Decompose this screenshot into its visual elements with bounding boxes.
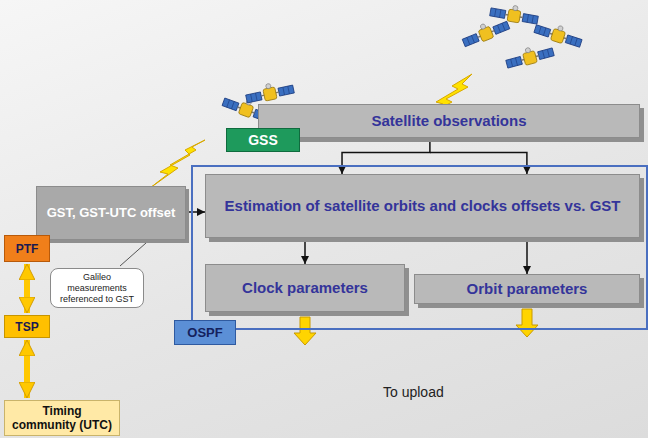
provider-box: TSP xyxy=(4,315,50,338)
box-label: Clock parameters xyxy=(242,279,368,297)
region-tag: OSPF xyxy=(174,320,236,345)
facility-region: OSPFEstimation of satellite orbits and c… xyxy=(191,165,648,330)
flow-arrow xyxy=(342,138,430,174)
box-label: Satellite observations xyxy=(371,112,526,130)
box-label: Estimation of satellite orbits and clock… xyxy=(225,197,621,215)
flow-branch xyxy=(430,152,527,174)
satellite xyxy=(533,19,584,50)
upload-arrow xyxy=(294,317,316,345)
box-label: Orbit parameters xyxy=(467,280,588,298)
upload-arrow xyxy=(516,309,538,337)
satellite xyxy=(244,79,294,105)
lightning-bolt xyxy=(150,140,205,188)
note-label: To upload xyxy=(383,384,444,400)
box-label: TSP xyxy=(15,320,38,334)
satellite xyxy=(489,1,539,26)
community-box: Timing community (UTC) xyxy=(4,400,120,436)
process-box: Estimation of satellite orbits and clock… xyxy=(205,174,640,238)
double-arrow xyxy=(24,264,30,313)
box-label: PTF xyxy=(16,242,39,256)
satellite xyxy=(504,42,555,70)
box-label: GST, GST-UTC offset xyxy=(47,205,176,221)
station-box: GSS xyxy=(226,128,300,152)
flow-arrow xyxy=(526,238,528,274)
process-box: Satellite observations xyxy=(258,104,640,138)
output-box: Orbit parameters xyxy=(414,274,640,304)
satellite xyxy=(460,15,511,48)
box-label: Timing community (UTC) xyxy=(9,404,115,433)
facility-box: PTF xyxy=(4,235,50,262)
box-label: GSS xyxy=(248,132,278,148)
flow-arrow xyxy=(186,211,205,213)
callout-note: Galileo measurements referenced to GST xyxy=(50,268,144,308)
time-box: GST, GST-UTC offset xyxy=(36,186,186,240)
double-arrow xyxy=(24,340,30,398)
output-box: Clock parameters xyxy=(205,264,405,312)
flow-arrow xyxy=(304,238,306,264)
